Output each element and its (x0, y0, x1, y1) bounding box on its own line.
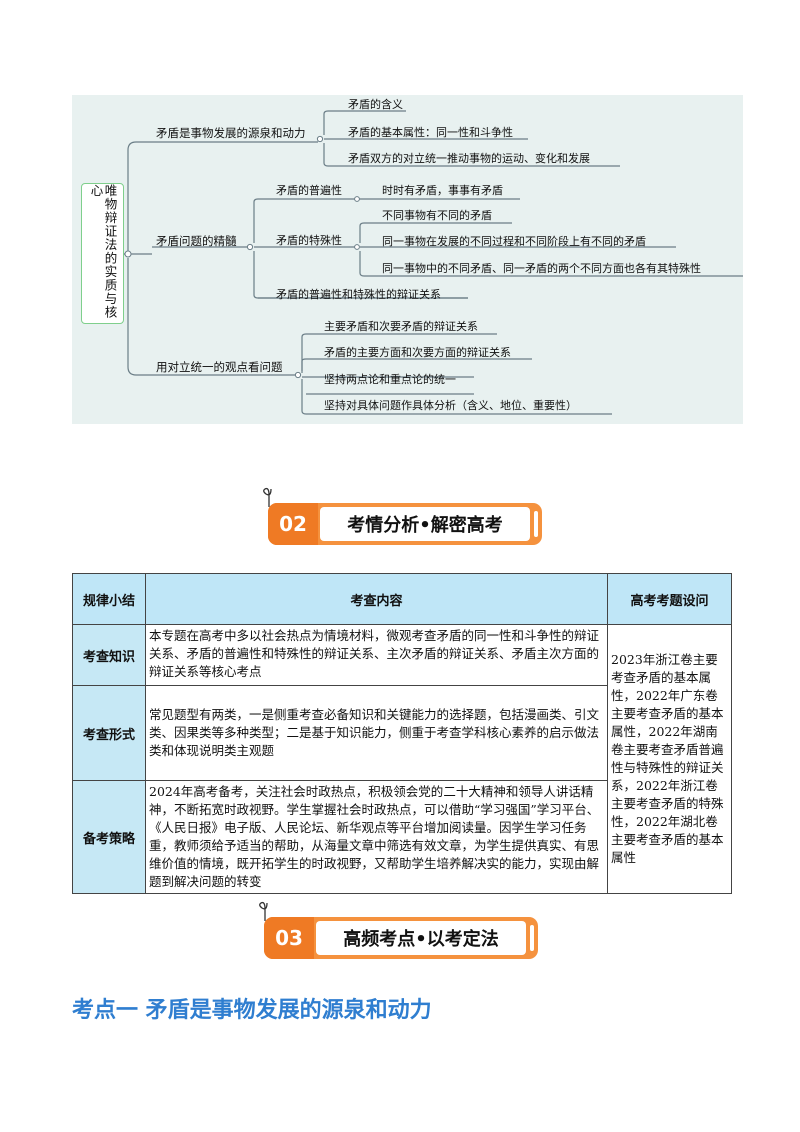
row-content: 本专题在高考中多以社会热点为情境材料，微观考查矛盾的同一性和斗争性的辩证关系、矛… (145, 624, 608, 686)
table-row: 备考策略 2024年高考备考，关注社会时政热点，积极领会党的二十大精神和领导人讲… (72, 780, 732, 894)
mm-node: 时时有矛盾，事事有矛盾 (382, 184, 503, 197)
section-banner-03: 03 高频考点•以考定法 (259, 901, 538, 959)
mm-node: 主要矛盾和次要矛盾的辩证关系 (324, 320, 478, 333)
mind-map-connectors (124, 110, 743, 415)
mm-sub: 矛盾的特殊性 (276, 234, 342, 247)
mm-sub: 矛盾的普遍性和特殊性的辩证关系 (276, 288, 441, 301)
mm-branch-1: 矛盾是事物发展的源泉和动力 (156, 126, 306, 140)
mm-node: 坚持两点论和重点论的统一 (324, 373, 456, 386)
mm-node: 坚持对具体问题作具体分析（含义、地位、重要性） (324, 399, 577, 412)
row-label: 考查知识 (72, 624, 146, 686)
banner-tick (534, 511, 538, 537)
exam-question-note: 2023年浙江卷主要考查矛盾的基本属性，2022年广东卷主要考查矛盾的基本属性，… (607, 624, 732, 894)
mind-map-root-label: 唯物辩证法的实质与核心 (88, 184, 118, 319)
exam-analysis-table: 规律小结 考查内容 高考考题设问 考查知识 本专题在高考中多以社会热点为情境材料… (72, 573, 732, 894)
table-header: 考查内容 (145, 573, 608, 625)
table-row: 考查知识 本专题在高考中多以社会热点为情境材料，微观考查矛盾的同一性和斗争性的辩… (72, 624, 732, 894)
mind-map: 唯物辩证法的实质与核心 矛盾是事物发展的源泉和动力 矛盾的含义 矛盾的基本属性：… (72, 95, 743, 424)
mm-branch-2: 矛盾问题的精髓 (156, 234, 237, 248)
mm-node: 矛盾的主要方面和次要方面的辩证关系 (324, 346, 511, 359)
section-banner-02: 02 考情分析•解密高考 (263, 487, 542, 545)
row-content: 2024年高考备考，关注社会时政热点，积极领会党的二十大精神和领导人讲话精神，不… (145, 780, 608, 894)
banner-number: 03 (264, 917, 314, 959)
key-point-heading: 考点一 矛盾是事物发展的源泉和动力 (72, 998, 432, 1023)
row-label: 考查形式 (72, 685, 146, 781)
banner-number: 02 (268, 503, 318, 545)
table-header: 高考考题设问 (607, 573, 732, 625)
mm-node: 同一事物中的不同矛盾、同一矛盾的两个不同方面也各有其特殊性 (382, 262, 701, 275)
table-header-row: 规律小结 考查内容 高考考题设问 (72, 573, 732, 625)
mind-map-root: 唯物辩证法的实质与核心 (81, 183, 124, 324)
mm-node: 不同事物有不同的矛盾 (382, 209, 492, 222)
banner-title: 考情分析•解密高考 (320, 507, 530, 541)
table-header: 规律小结 (72, 573, 146, 625)
table-row: 考查形式 常见题型有两类，一是侧重考查必备知识和关键能力的选择题，包括漫画类、引… (72, 685, 732, 781)
mm-sub: 矛盾的普遍性 (276, 184, 342, 197)
banner-tick (530, 925, 534, 951)
mm-node: 同一事物在发展的不同过程和不同阶段上有不同的矛盾 (382, 235, 646, 248)
hook-icon (263, 487, 272, 507)
mm-node: 矛盾的基本属性：同一性和斗争性 (348, 126, 513, 139)
hook-icon (259, 901, 268, 921)
row-content: 常见题型有两类，一是侧重考查必备知识和关键能力的选择题，包括漫画类、引文类、因果… (145, 685, 608, 781)
row-label: 备考策略 (72, 780, 146, 894)
mm-node: 矛盾的含义 (348, 98, 403, 111)
mm-branch-3: 用对立统一的观点看问题 (156, 360, 283, 374)
mm-node: 矛盾双方的对立统一推动事物的运动、变化和发展 (348, 152, 590, 165)
banner-title: 高频考点•以考定法 (316, 921, 526, 955)
